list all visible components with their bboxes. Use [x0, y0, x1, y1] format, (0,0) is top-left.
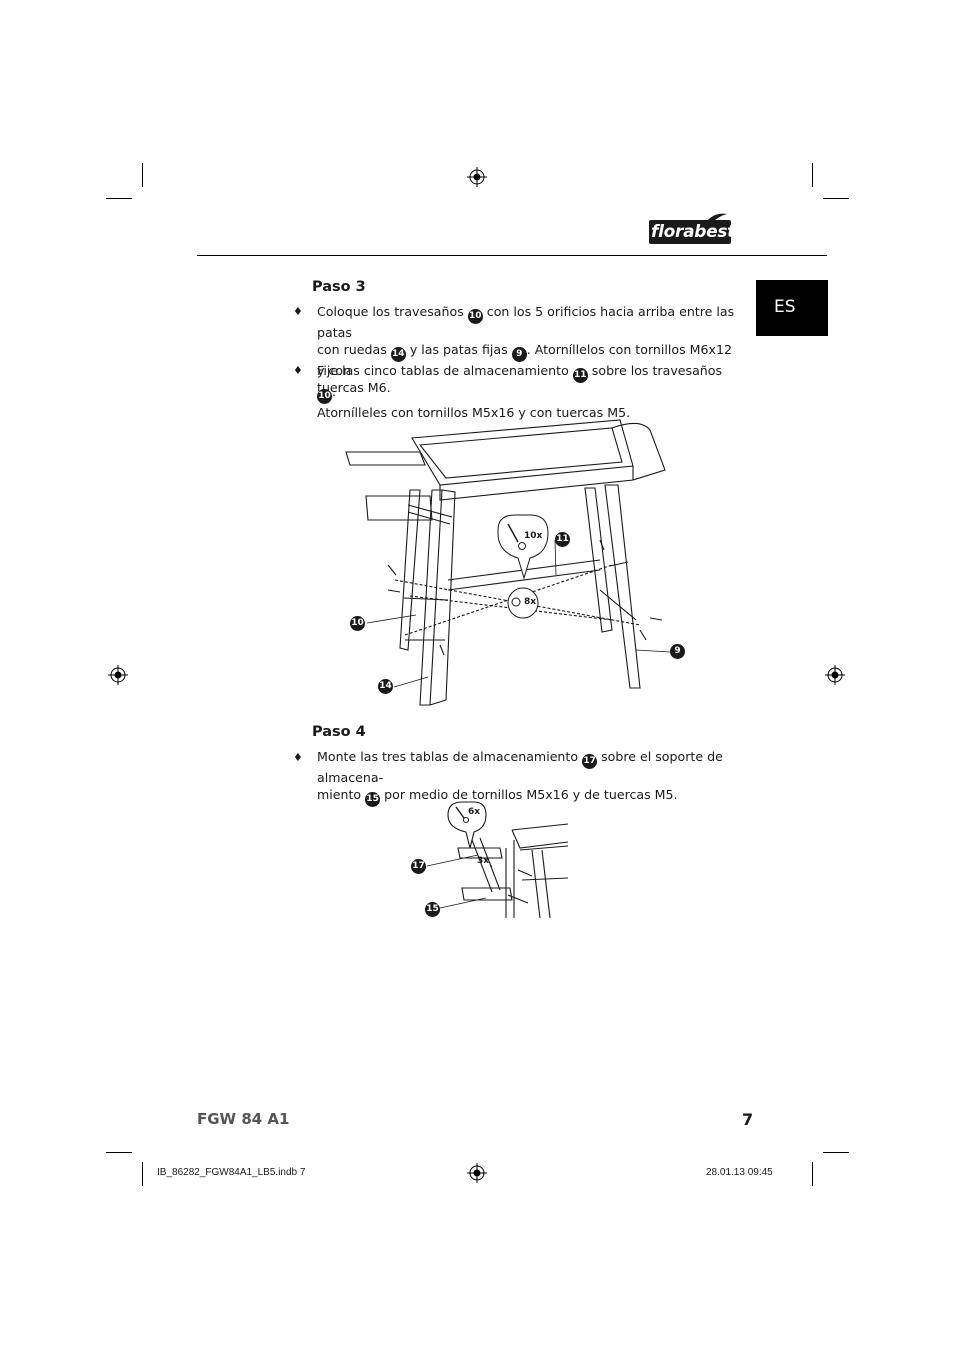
part-ref-badge: 11: [572, 368, 588, 383]
figure-callout-17: 17: [411, 859, 426, 874]
part-ref-badge: 9: [511, 347, 527, 362]
part-ref-badge: 15: [365, 792, 381, 807]
bullet-icon: ♦: [293, 305, 303, 318]
part-ref-badge: 10: [467, 309, 483, 324]
crop-mark: [142, 1162, 143, 1186]
step-4-assembly-illustration: [426, 801, 569, 919]
language-tab-label: ES: [774, 297, 796, 317]
crop-mark: [106, 1152, 132, 1153]
step-3-assembly-illustration: [345, 419, 671, 706]
qty-nuts-label: 8x: [524, 597, 537, 607]
brand-logo: [649, 213, 731, 244]
crop-mark: [812, 163, 813, 187]
figure-callout-14: 14: [378, 679, 393, 694]
registration-mark-icon: [467, 167, 487, 187]
qty-screws-label: 10x: [524, 531, 543, 541]
crop-mark: [823, 198, 849, 199]
part-ref-badge: 10: [317, 389, 332, 404]
model-number: FGW 84 A1: [197, 1110, 290, 1128]
figure-callout-9: 9: [670, 644, 685, 659]
crop-mark: [823, 1152, 849, 1153]
step-3-instruction-2: Fije las cinco tablas de almacenamiento …: [317, 363, 723, 420]
registration-mark-icon: [825, 665, 845, 685]
brand-logo-text: florabest: [651, 222, 736, 242]
print-file-name: IB_86282_FGW84A1_LB5.indb 7: [157, 1167, 306, 1178]
step-4-title: Paso 4: [312, 724, 366, 740]
part-ref-badge: 14: [390, 347, 406, 362]
part-ref-badge: 17: [582, 754, 598, 769]
qty-boards-label: 3x: [477, 856, 490, 866]
crop-mark: [106, 198, 132, 199]
registration-mark-icon: [108, 665, 128, 685]
qty-screws-label: 6x: [468, 807, 481, 817]
figure-callout-10: 10: [350, 616, 365, 631]
language-tab: [756, 280, 828, 336]
bullet-icon: ♦: [293, 364, 303, 377]
header-rule: [197, 255, 827, 256]
step-4-instruction: Monte las tres tablas de almacenamiento …: [317, 748, 737, 807]
bullet-icon: ♦: [293, 751, 303, 764]
step-3-instruction-1: Coloque los travesaños 10 con los 5 orif…: [317, 304, 735, 395]
figure-callout-11: 11: [555, 532, 570, 547]
figure-callout-15: 15: [425, 902, 440, 917]
print-date: 28.01.13 09:45: [706, 1167, 773, 1178]
crop-mark: [142, 163, 143, 187]
crop-mark: [812, 1162, 813, 1186]
page-number: 7: [742, 1110, 754, 1129]
registration-mark-icon: [467, 1163, 487, 1183]
step-3-title: Paso 3: [312, 279, 366, 295]
